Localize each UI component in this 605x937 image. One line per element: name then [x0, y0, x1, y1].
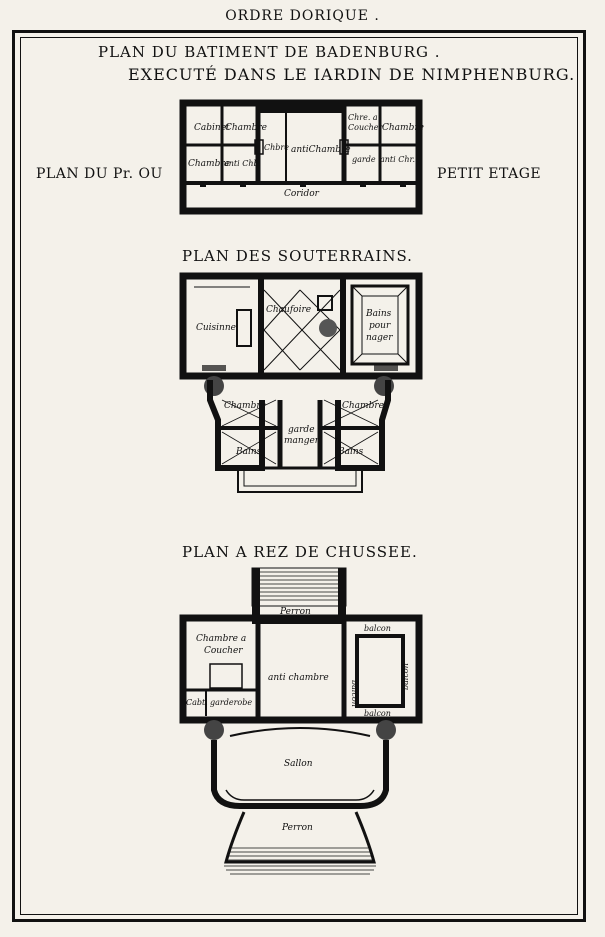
room-chambre-a: Chambre a	[196, 634, 246, 644]
room-garde-souterrain: garde	[288, 425, 315, 435]
rez-de-chaussee-plan	[179, 567, 423, 875]
header-title: ORDRE DORIQUE .	[225, 8, 380, 24]
room-chre-a: Chre. a	[348, 113, 378, 122]
room-bains-r: Bains	[337, 447, 364, 457]
room-chambre-tr: Chambre	[382, 123, 424, 133]
room-coucher-rez: Coucher	[204, 646, 243, 656]
room-cabt: Cabt.	[186, 698, 208, 707]
room-coucher-upper: Coucher	[348, 123, 383, 132]
plate-title-line2: EXECUTÉ DANS LE IARDIN DE NIMPHENBURG.	[128, 65, 576, 84]
inner-frame	[20, 37, 578, 915]
room-bains-pour: Bains	[365, 309, 392, 319]
room-manger: manger	[284, 436, 320, 446]
room-chambre-bl: Chambre	[188, 159, 230, 169]
room-sallon: Sallon	[284, 759, 313, 769]
upper-floor-plan	[179, 99, 423, 215]
room-chbre: Chbre	[264, 143, 289, 152]
room-garde-upper: garde	[352, 155, 376, 164]
room-chambre-tl: Chambre	[225, 123, 267, 133]
souterrains-title: PLAN DES SOUTERRAINS.	[182, 247, 413, 265]
room-cuisinne: Cuisinne	[196, 323, 236, 333]
upper-plan-label-left: PLAN DU Pr. OU	[36, 166, 163, 182]
room-cabinet: Cabinet	[194, 123, 230, 133]
room-balcon-left: balcon	[350, 680, 359, 707]
room-balcon-bottom: balcon	[364, 709, 391, 718]
room-chambre-souterrain-l: Chambre	[224, 401, 266, 411]
room-coridor: Coridor	[284, 189, 320, 199]
room-balcon-right: balcon	[401, 663, 410, 690]
upper-plan-label-right: PETIT ETAGE	[437, 166, 542, 182]
rez-title: PLAN A REZ DE CHUSSEE.	[182, 543, 418, 561]
room-garderobe: garderobe	[210, 698, 252, 707]
room-anti-chambre-rez: anti chambre	[268, 673, 329, 683]
room-anti-chb-l: anti Chb.	[224, 159, 261, 168]
room-perron-bottom: Perron	[281, 823, 313, 833]
room-pour: pour	[369, 321, 391, 331]
room-antichambre: antiChambre	[291, 145, 351, 155]
room-chaufoire: Chaufoire	[266, 305, 311, 315]
room-chambre-souterrain-r: Chambre	[342, 401, 384, 411]
room-nager: nager	[366, 333, 393, 343]
souterrains-plan	[179, 272, 423, 493]
room-anti-chr: anti Chr.	[380, 155, 415, 164]
room-bains-l: Bains	[235, 447, 262, 457]
room-perron-top: Perron	[279, 607, 311, 617]
room-balcon-top: balcon	[364, 624, 391, 633]
outer-frame	[12, 30, 586, 922]
plate-title-line1: PLAN DU BATIMENT DE BADENBURG .	[98, 43, 441, 61]
